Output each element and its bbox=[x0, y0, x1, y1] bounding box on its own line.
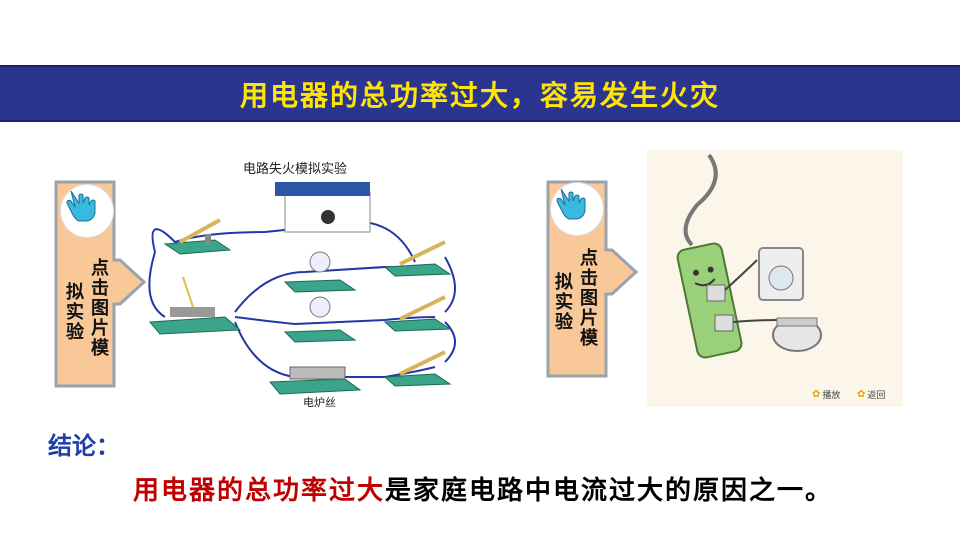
heater-board bbox=[268, 366, 362, 395]
back-label: 返回 bbox=[867, 391, 886, 401]
conclusion-highlight: 用电器的总功率过大 bbox=[133, 476, 386, 506]
button-text-col2: 拟实验 bbox=[63, 282, 84, 342]
left-simulate-button[interactable]: 点击图片模 拟实验 bbox=[52, 178, 148, 390]
play-label: 播放 bbox=[822, 391, 841, 401]
button-text-col1: 点击图片模 bbox=[577, 248, 598, 348]
right-simulate-button[interactable]: 点击图片模 拟实验 bbox=[544, 178, 640, 380]
hand-pointer-icon bbox=[60, 184, 114, 238]
lab-title: 电路失火模拟实验 bbox=[243, 162, 348, 177]
overload-cartoon[interactable]: ✿ 播放 ✿ 返回 bbox=[647, 150, 903, 407]
switch-right-3 bbox=[383, 350, 452, 387]
conclusion-label: 结论： bbox=[48, 432, 120, 460]
bulb-2 bbox=[283, 296, 357, 343]
circuit-image[interactable] bbox=[145, 172, 465, 402]
page-title: 用电器的总功率过大，容易发生火灾 bbox=[239, 78, 720, 112]
switch-top-left bbox=[163, 218, 232, 255]
title-banner: 用电器的总功率过大，容易发生火灾 bbox=[0, 65, 960, 122]
conclusion-rest: 是家庭电路中电流过大的原因之一。 bbox=[385, 476, 834, 506]
bulb-1 bbox=[283, 251, 357, 293]
play-button[interactable]: ✿ 播放 bbox=[812, 388, 840, 401]
back-button[interactable]: ✿ 返回 bbox=[857, 388, 885, 401]
flower-icon: ✿ bbox=[812, 389, 821, 400]
hand-pointer-icon bbox=[550, 182, 604, 236]
power-strip-illustration bbox=[676, 153, 822, 359]
switch-right-1 bbox=[383, 240, 452, 277]
flower-icon: ✿ bbox=[857, 389, 866, 400]
power-supply bbox=[275, 182, 371, 233]
conclusion-text: 用电器的总功率过大是家庭电路中电流过大的原因之一。 bbox=[133, 470, 833, 507]
button-text-col1: 点击图片模 bbox=[88, 258, 109, 358]
button-text-col2: 拟实验 bbox=[552, 272, 573, 332]
heater-label: 电炉丝 bbox=[303, 396, 336, 409]
fuse-board bbox=[148, 276, 242, 335]
switch-right-2 bbox=[383, 295, 452, 332]
